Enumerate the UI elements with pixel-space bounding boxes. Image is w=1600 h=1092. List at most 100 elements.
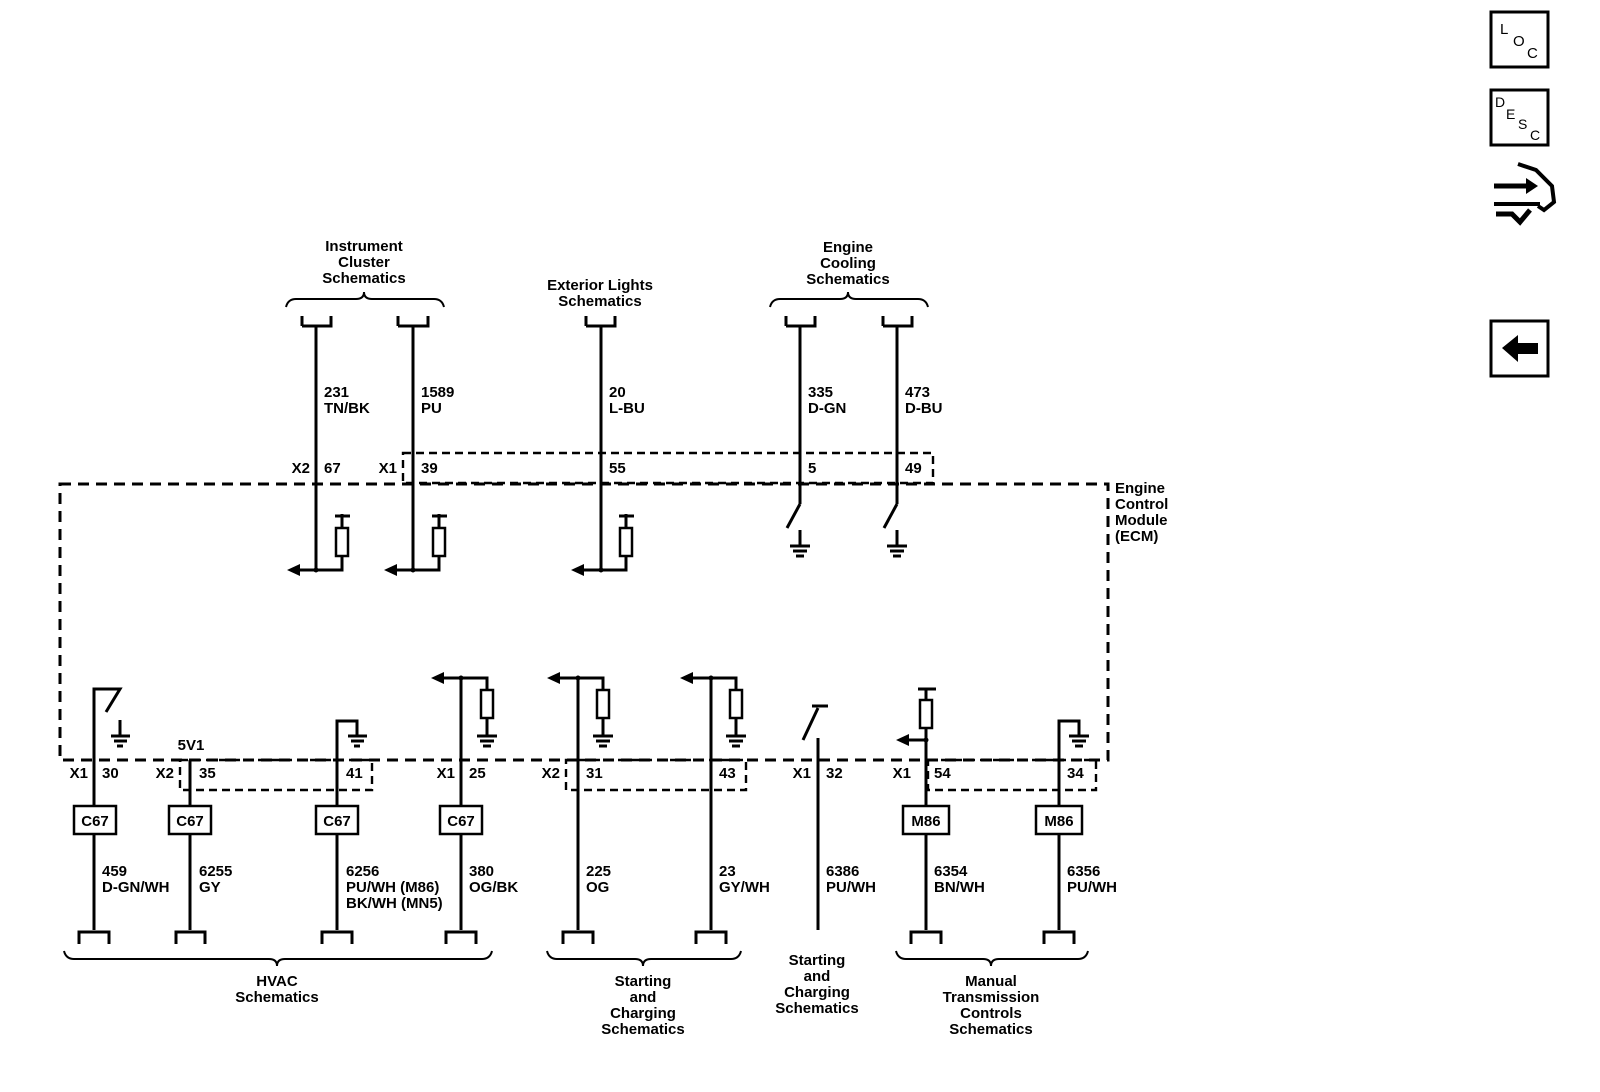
bottom-group-hvac[interactable]: HVAC Schematics <box>63 950 493 1006</box>
group-title-line: Starting <box>615 973 672 990</box>
ecm-label-line-1: Engine <box>1115 480 1165 497</box>
group-title-line: Charging <box>610 1005 676 1022</box>
splice-dot <box>708 675 714 681</box>
pin-number: 25 <box>469 765 486 782</box>
harness-connector-symbol <box>1042 930 1076 944</box>
group-title-line: Controls <box>960 1005 1022 1022</box>
desc-letter: E <box>1506 106 1515 122</box>
top-circuit-20: 20 L-BU 55 <box>571 316 645 576</box>
connector-end-view-button[interactable] <box>1494 162 1557 226</box>
circuit-number: 6356 <box>1067 863 1100 880</box>
connector-x1-bottom-box <box>926 758 1098 792</box>
wire-color: OG/BK <box>469 879 518 896</box>
bottom-circuit-6354: X1 54 M86 6354 BN/WH <box>893 687 985 944</box>
pullup-wire <box>691 676 738 690</box>
pin-number: 43 <box>719 765 736 782</box>
harness-connector-symbol <box>561 930 595 944</box>
connector-label: X1 <box>437 765 455 782</box>
connector-end-view-icon <box>1494 162 1557 226</box>
bottom-group-starting-charging[interactable]: Starting and Charging Schematics <box>546 950 742 1038</box>
splice-dot <box>923 737 929 743</box>
wire-color: PU/WH <box>1067 879 1117 896</box>
resistor-symbol <box>479 688 495 720</box>
wire-color: GY <box>199 879 221 896</box>
ground-icon <box>477 734 497 748</box>
ecm-label-line-2: Control <box>1115 496 1168 513</box>
resistor-symbol <box>728 688 744 720</box>
ground-icon <box>1069 734 1089 748</box>
wire-color: D-BU <box>905 400 943 417</box>
circuit-number: 6255 <box>199 863 232 880</box>
wire-color: L-BU <box>609 400 645 417</box>
desc-button[interactable]: D E S C <box>1489 88 1550 147</box>
pin-number: 41 <box>346 765 363 782</box>
top-group-exterior-lights[interactable]: Exterior Lights Schematics <box>547 277 653 310</box>
loc-button[interactable]: L O C <box>1489 10 1550 69</box>
group-title-line: Engine <box>823 239 873 256</box>
pin-number: 49 <box>905 460 922 477</box>
wire-color: BN/WH <box>934 879 985 896</box>
harness-connector-symbol <box>77 930 111 944</box>
option-code: M86 <box>911 813 940 830</box>
top-group-instrument-cluster[interactable]: Instrument Cluster Schematics <box>285 238 445 308</box>
group-title-line: Schematics <box>775 1000 858 1017</box>
pin-number: 35 <box>199 765 216 782</box>
wire-color: OG <box>586 879 609 896</box>
bottom-group-starting-charging-2[interactable]: Starting and Charging Schematics <box>775 952 858 1017</box>
desc-letter: C <box>1530 127 1540 143</box>
harness-connector-symbol <box>300 316 333 328</box>
bottom-circuit-225: X2 31 225 OG <box>542 672 613 944</box>
group-title-line: Transmission <box>943 989 1040 1006</box>
pin-number: 31 <box>586 765 603 782</box>
resistor-symbol <box>618 526 634 558</box>
connector-label: X2 <box>542 765 560 782</box>
bottom-group-manual-transmission[interactable]: Manual Transmission Controls Schematics <box>895 950 1089 1038</box>
group-title-line: Starting <box>789 952 846 969</box>
bottom-circuit-6255: 5V1 X2 35 C67 6255 GY <box>156 737 232 944</box>
group-title-line: Exterior Lights <box>547 277 653 294</box>
group-bracket <box>546 950 742 967</box>
pin-number: 54 <box>934 765 951 782</box>
pin-number: 39 <box>421 460 438 477</box>
harness-connector-symbol <box>584 316 617 328</box>
option-code-box <box>438 804 484 836</box>
loc-letter: O <box>1513 33 1525 50</box>
bottom-circuit-380: X1 25 C67 380 OG/BK <box>431 672 518 944</box>
circuit-number: 23 <box>719 863 736 880</box>
option-code-box <box>72 804 118 836</box>
switch-contact <box>785 503 802 529</box>
wire-color: PU/WH (M86) <box>346 879 439 896</box>
bottom-circuit-6356: 34 M86 6356 PU/WH <box>1034 719 1117 944</box>
ecm-module-boundary <box>58 482 1110 762</box>
splice-dot <box>458 675 464 681</box>
wire-color: D-GN/WH <box>102 879 170 896</box>
group-title-line: Schematics <box>601 1021 684 1038</box>
top-group-engine-cooling[interactable]: Engine Cooling Schematics <box>769 239 929 308</box>
splice-dot <box>598 567 604 573</box>
back-button[interactable] <box>1489 319 1550 378</box>
resistor-symbol <box>431 526 447 558</box>
ground-icon <box>790 544 810 558</box>
connector-label: X1 <box>70 765 88 782</box>
pin-number: 5 <box>808 460 816 477</box>
circuit-number: 1589 <box>421 384 454 401</box>
group-title-line: Cluster <box>338 254 390 271</box>
option-code-box <box>314 804 360 836</box>
connector-label: X1 <box>379 460 397 477</box>
group-title-line: Instrument <box>325 238 403 255</box>
desc-letter: D <box>1495 94 1505 110</box>
harness-connector-symbol <box>909 930 943 944</box>
option-code: C67 <box>323 813 351 830</box>
resistor-symbol <box>334 526 350 558</box>
harness-connector-symbol <box>784 316 817 328</box>
splice-dot <box>575 675 581 681</box>
circuit-number: 335 <box>808 384 833 401</box>
group-bracket <box>285 291 445 308</box>
group-bracket <box>63 950 493 967</box>
loc-letter: L <box>1500 21 1508 38</box>
wire-color: GY/WH <box>719 879 770 896</box>
group-title-line: Cooling <box>820 255 876 272</box>
top-circuit-335: 335 D-GN 5 <box>784 316 846 558</box>
option-code: M86 <box>1044 813 1073 830</box>
